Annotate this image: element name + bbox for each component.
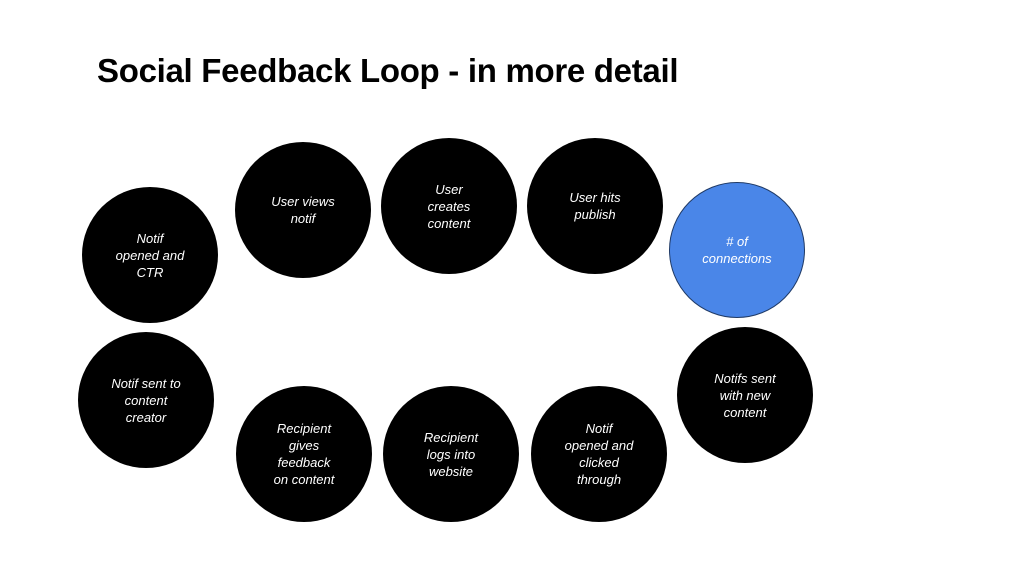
node-label: User creates content: [427, 181, 471, 231]
node-recipient-gives-feedback: Recipient gives feedback on content: [236, 386, 372, 522]
node-notif-sent-creator: Notif sent to content creator: [78, 332, 214, 468]
node-label: Recipient logs into website: [423, 429, 479, 479]
node-label: Notif opened and clicked through: [564, 421, 634, 487]
node-label: Notif opened and CTR: [115, 230, 185, 280]
node-label: Notifs sent with new content: [714, 370, 776, 420]
node-label: # of connections: [702, 234, 772, 266]
node-label: Notif sent to content creator: [111, 375, 181, 425]
node-notifs-sent-new-content: Notifs sent with new content: [677, 327, 813, 463]
node-notif-opened-clicked: Notif opened and clicked through: [531, 386, 667, 522]
slide-title: Social Feedback Loop - in more detail: [97, 52, 679, 89]
node-user-hits-publish: User hits publish: [527, 138, 663, 274]
node-num-connections: # of connections: [669, 182, 805, 318]
node-label: Recipient gives feedback on content: [273, 421, 335, 487]
node-user-views-notif: User views notif: [235, 142, 371, 278]
node-label: User views notif: [271, 194, 335, 226]
node-recipient-logs-in: Recipient logs into website: [383, 386, 519, 522]
node-notif-opened-ctr: Notif opened and CTR: [82, 187, 218, 323]
node-user-creates-content: User creates content: [381, 138, 517, 274]
node-label: User hits publish: [569, 190, 621, 222]
